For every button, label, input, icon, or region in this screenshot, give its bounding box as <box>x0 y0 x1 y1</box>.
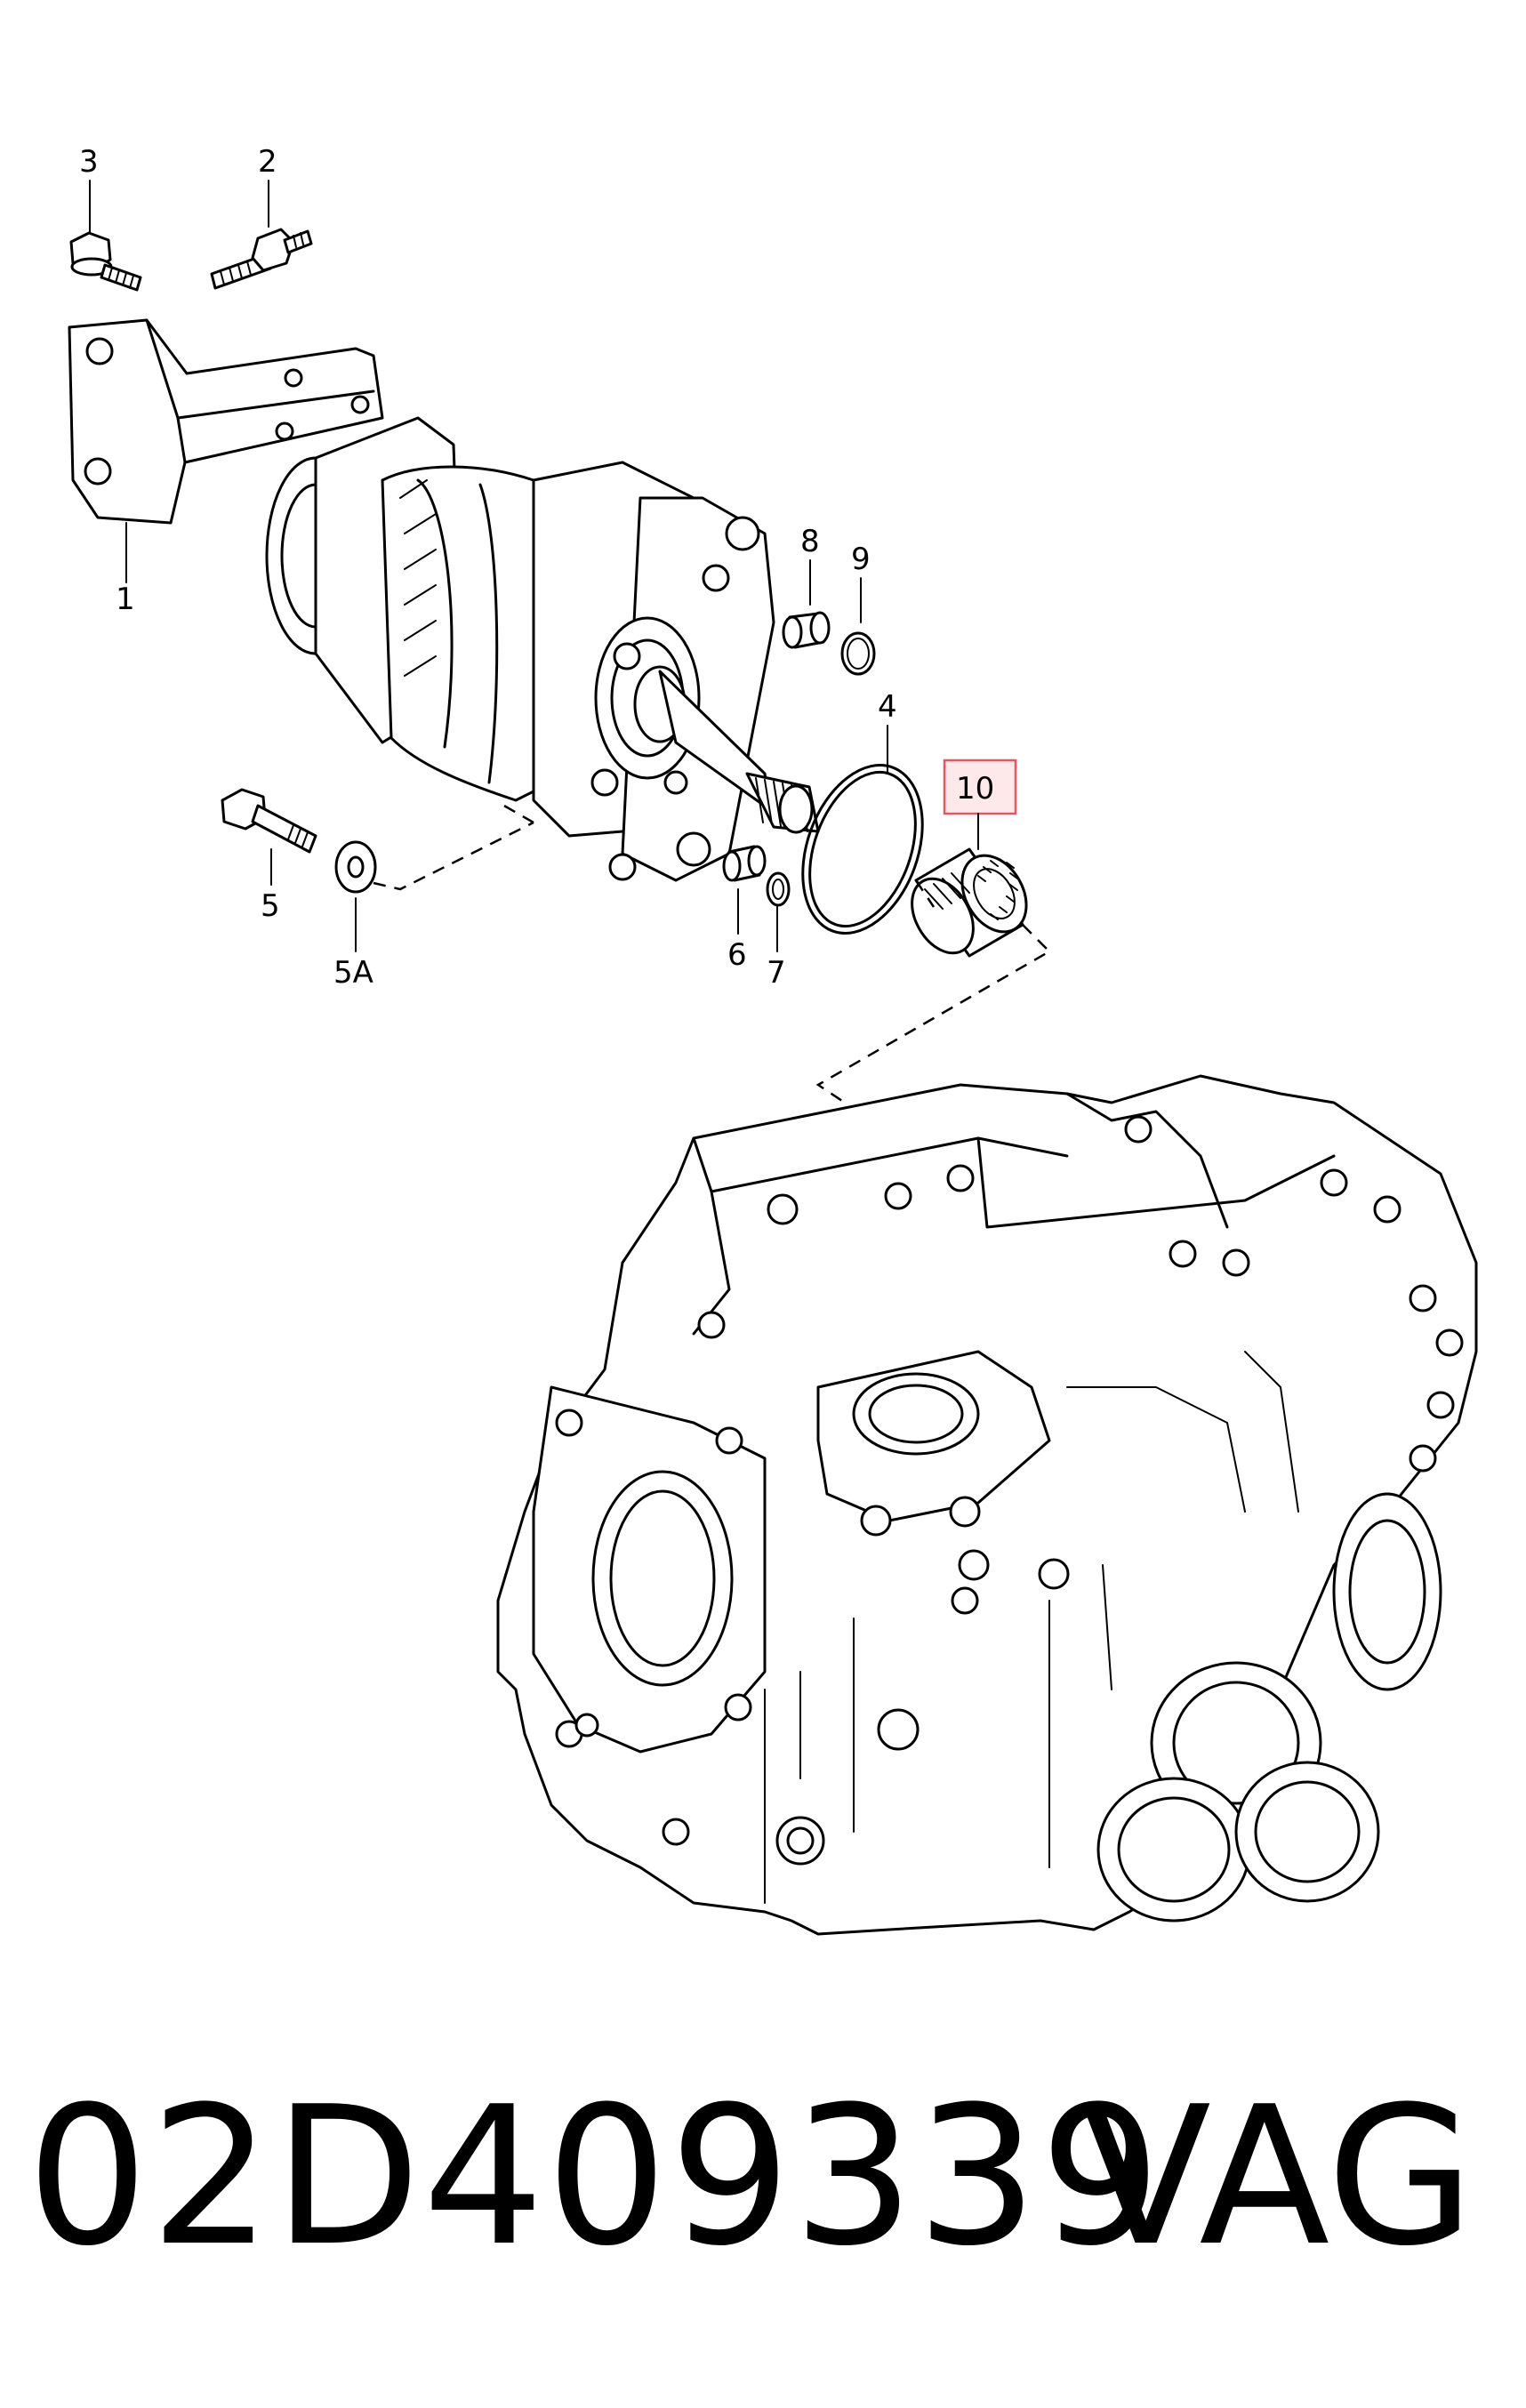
callout-8: 8 <box>800 524 820 606</box>
washer-5a-drawing <box>334 840 377 894</box>
callout-label-3: 3 <box>79 144 99 180</box>
callout-5: 5 <box>261 848 280 924</box>
callout-5a: 5A <box>333 897 373 991</box>
callout-7: 7 <box>767 906 786 991</box>
o-ring-9-drawing <box>840 631 876 676</box>
splined-sleeve-10-drawing <box>911 847 1028 958</box>
callout-label-7: 7 <box>767 955 786 991</box>
callout-9: 9 <box>851 542 871 623</box>
callout-label-6: 6 <box>727 937 747 973</box>
callout-4: 4 <box>878 689 897 775</box>
callout-label-5a: 5A <box>333 955 373 991</box>
callout-label-8: 8 <box>800 524 820 559</box>
callout-2: 2 <box>258 144 277 228</box>
bushing-6-drawing <box>722 845 767 882</box>
callout-1: 1 <box>116 522 135 617</box>
gearbox-housing-drawing <box>496 1074 1478 1936</box>
bolt-3-drawing <box>69 231 142 292</box>
callout-label-2: 2 <box>258 144 277 180</box>
stud-2-drawing <box>210 228 313 290</box>
bracket-1-drawing <box>68 318 384 525</box>
brand-label: VAG <box>1080 2065 1475 2288</box>
callout-label-9: 9 <box>851 542 871 577</box>
callout-highlight-box <box>943 759 1017 815</box>
assembly-lines <box>373 803 1052 1104</box>
callout-label-10: 10 <box>956 771 994 807</box>
transfer-case-drawing <box>265 416 820 882</box>
o-ring-7-drawing <box>766 871 791 907</box>
callout-label-5: 5 <box>261 888 280 924</box>
part-number-label: 02D409339 <box>27 2065 1163 2288</box>
callout-10: 10 <box>943 759 1017 850</box>
o-ring-4-drawing <box>801 764 924 935</box>
bolt-5-drawing <box>221 788 317 854</box>
bushing-8-drawing <box>782 611 831 649</box>
callout-label-1: 1 <box>116 582 135 617</box>
callout-6: 6 <box>727 888 747 973</box>
callout-label-4: 4 <box>878 689 897 725</box>
callout-3: 3 <box>79 144 99 234</box>
